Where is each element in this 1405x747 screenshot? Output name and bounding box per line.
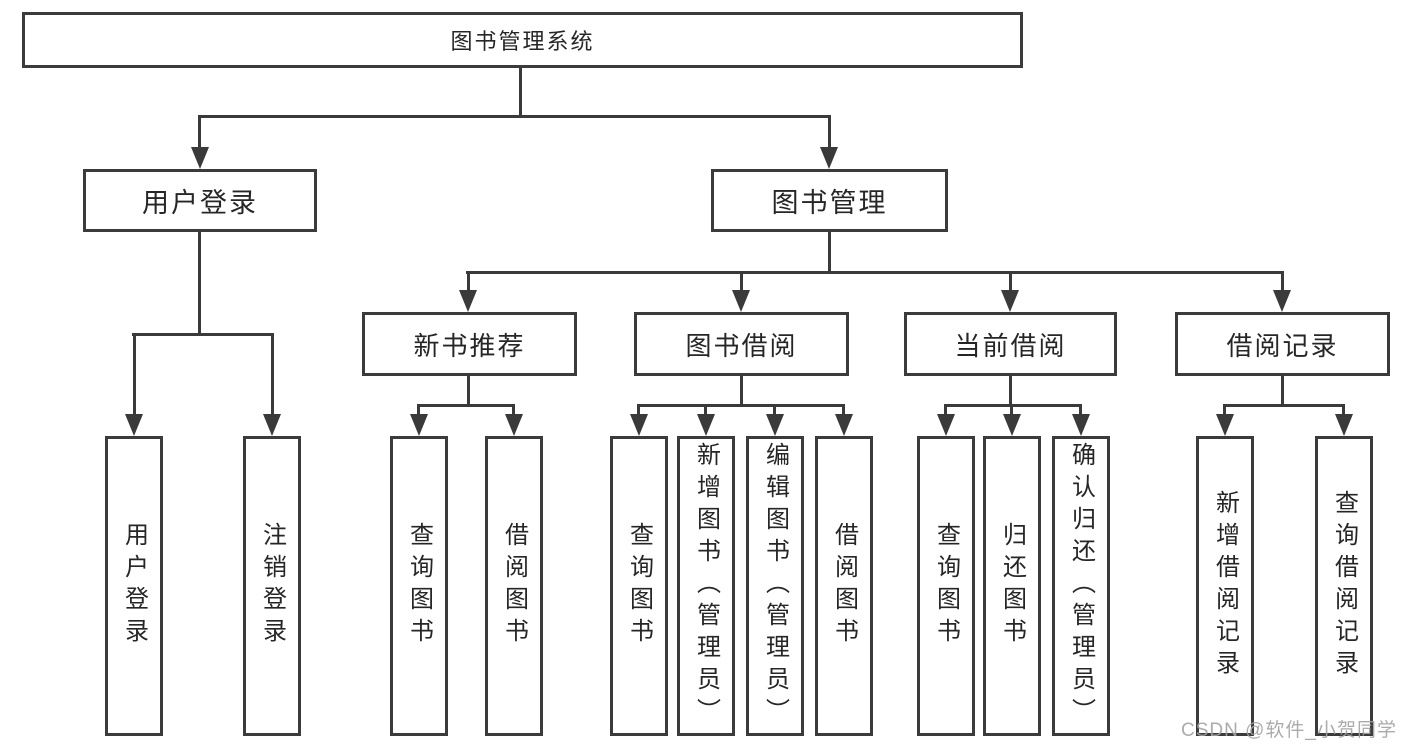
connector-stem-to-current-borrowing (1009, 273, 1012, 292)
connector-book-borrowing-down (740, 376, 743, 407)
arrowhead-down (1335, 414, 1353, 436)
node-root-library-management-system: 图书管理系统 (22, 12, 1023, 68)
arrowhead-down (1216, 414, 1234, 436)
leaf-edit-book-admin: 编辑图书（管理员） (746, 436, 804, 736)
connector-new-book-down (467, 376, 470, 407)
connector-stem-leaf (842, 404, 845, 416)
arrowhead-down (630, 414, 648, 436)
connector-stem-to-user-login (198, 117, 201, 149)
leaf-query-books-borrowing: 查询图书 (610, 436, 668, 736)
arrowhead-down (505, 414, 523, 436)
leaf-user-login: 用户登录 (105, 436, 163, 736)
leaf-logout: 注销登录 (243, 436, 301, 736)
arrowhead-down (125, 414, 143, 436)
connector-stem-leaf (773, 404, 776, 416)
arrowhead-down (1072, 414, 1090, 436)
node-borrowing-records: 借阅记录 (1175, 312, 1390, 376)
connector-rail-user-login-children (132, 333, 274, 336)
connector-stem-leaf (1342, 404, 1345, 416)
connector-stem-to-leaf-logout (271, 335, 274, 416)
node-book-management: 图书管理 (711, 169, 948, 232)
leaf-return-book: 归还图书 (983, 436, 1041, 736)
connector-rail-current-borrowing-children (944, 404, 1082, 407)
leaf-query-books-current: 查询图书 (917, 436, 975, 736)
leaf-borrow-books-borrowing: 借阅图书 (815, 436, 873, 736)
connector-rail-level2 (198, 115, 831, 118)
connector-rail-level3 (466, 271, 1284, 274)
leaf-add-borrow-record: 新增借阅记录 (1196, 436, 1254, 736)
connector-stem-to-book-borrowing (740, 273, 743, 292)
connector-stem-leaf (704, 404, 707, 416)
connector-rail-book-borrowing-children (637, 404, 845, 407)
connector-user-login-down (198, 232, 201, 335)
leaf-add-book-admin: 新增图书（管理员） (677, 436, 735, 736)
connector-stem-to-book-management (828, 117, 831, 149)
connector-book-management-down (828, 232, 831, 273)
leaf-confirm-return-admin: 确认归还（管理员） (1052, 436, 1110, 736)
connector-borrowing-records-down (1281, 376, 1284, 407)
connector-stem-leaf (1223, 404, 1226, 416)
leaf-query-borrow-record: 查询借阅记录 (1315, 436, 1373, 736)
connector-stem-to-leaf-user-login (133, 335, 136, 416)
connector-stem-leaf (417, 404, 420, 416)
arrowhead-down (697, 414, 715, 436)
connector-stem-to-new-book (467, 273, 470, 292)
node-user-login: 用户登录 (83, 169, 317, 232)
arrowhead-down (766, 414, 784, 436)
leaf-borrow-books-recommend: 借阅图书 (485, 436, 543, 736)
arrowhead-down (1003, 414, 1021, 436)
connector-stem-leaf (512, 404, 515, 416)
node-current-borrowing: 当前借阅 (904, 312, 1117, 376)
csdn-watermark: CSDN @软件_小贺同学 (1181, 720, 1397, 741)
arrowhead-down (191, 147, 209, 169)
node-new-book-recommendation: 新书推荐 (362, 312, 577, 376)
arrowhead-down (410, 414, 428, 436)
connector-stem-to-borrowing-records (1281, 273, 1284, 292)
arrowhead-down (835, 414, 853, 436)
leaf-query-books-recommend: 查询图书 (390, 436, 448, 736)
connector-stem-leaf (944, 404, 947, 416)
connector-stem-leaf (1010, 404, 1013, 416)
arrowhead-down (263, 414, 281, 436)
connector-stem-leaf (637, 404, 640, 416)
arrowhead-down (820, 147, 838, 169)
arrowhead-down (1273, 290, 1291, 312)
arrowhead-down (937, 414, 955, 436)
arrowhead-down (1001, 290, 1019, 312)
connector-current-borrowing-down (1009, 376, 1012, 407)
connector-root-stem (519, 67, 522, 117)
arrowhead-down (459, 290, 477, 312)
connector-rail-new-book-children (417, 404, 515, 407)
arrowhead-down (732, 290, 750, 312)
node-book-borrowing: 图书借阅 (634, 312, 849, 376)
connector-rail-borrowing-records-children (1223, 404, 1345, 407)
connector-stem-leaf (1079, 404, 1082, 416)
